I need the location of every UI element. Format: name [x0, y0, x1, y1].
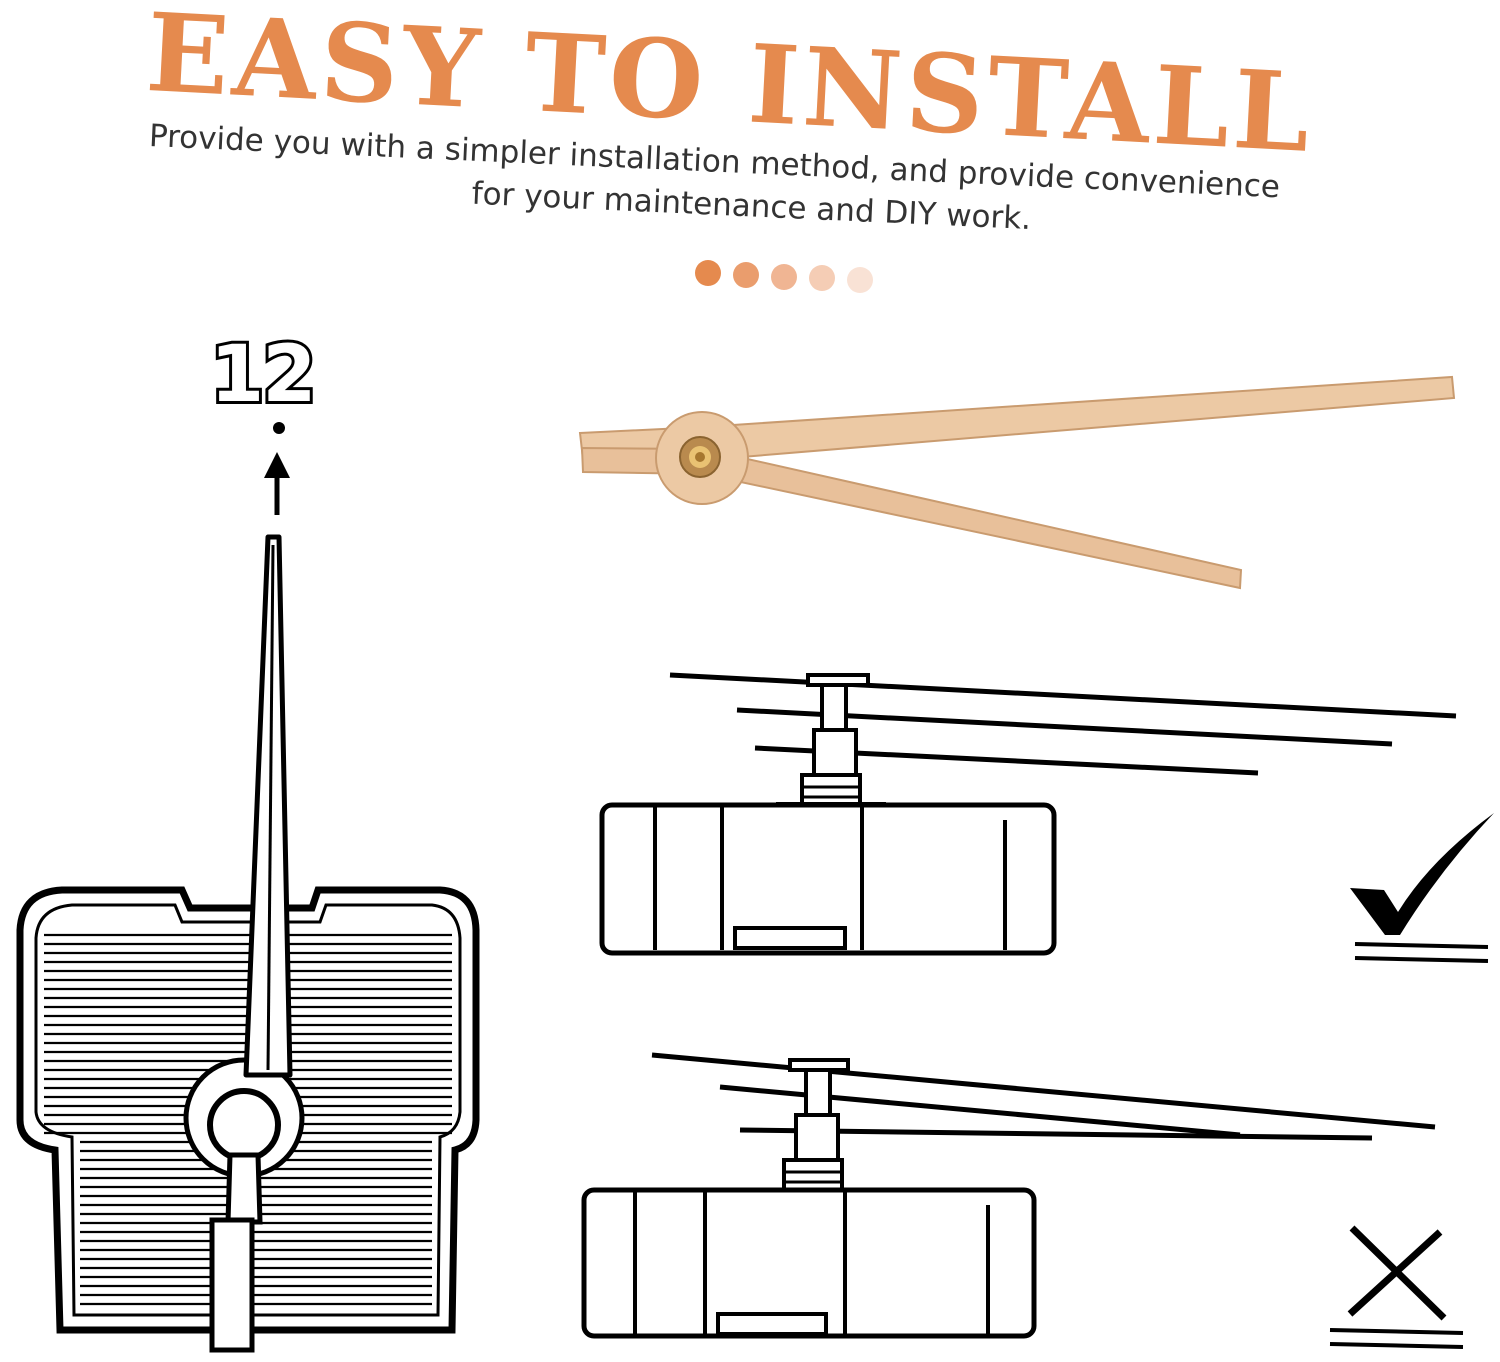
- twelve-marker: [264, 422, 290, 515]
- check-icon: [1350, 813, 1494, 963]
- decorative-dots: [695, 258, 885, 293]
- dot-3: [771, 264, 797, 290]
- correct-installation-diagram: [599, 672, 1457, 956]
- clock-movement-front: [16, 534, 480, 1353]
- twelve-oclock-label: 12: [207, 327, 320, 423]
- dot-2: [733, 262, 759, 288]
- dot-1: [695, 260, 721, 286]
- cross-icon: [1329, 1225, 1464, 1349]
- wooden-clock-hands: [578, 375, 1456, 590]
- dot-4: [809, 265, 835, 291]
- wrong-installation-diagram: [581, 1052, 1436, 1339]
- dot-5: [847, 267, 873, 293]
